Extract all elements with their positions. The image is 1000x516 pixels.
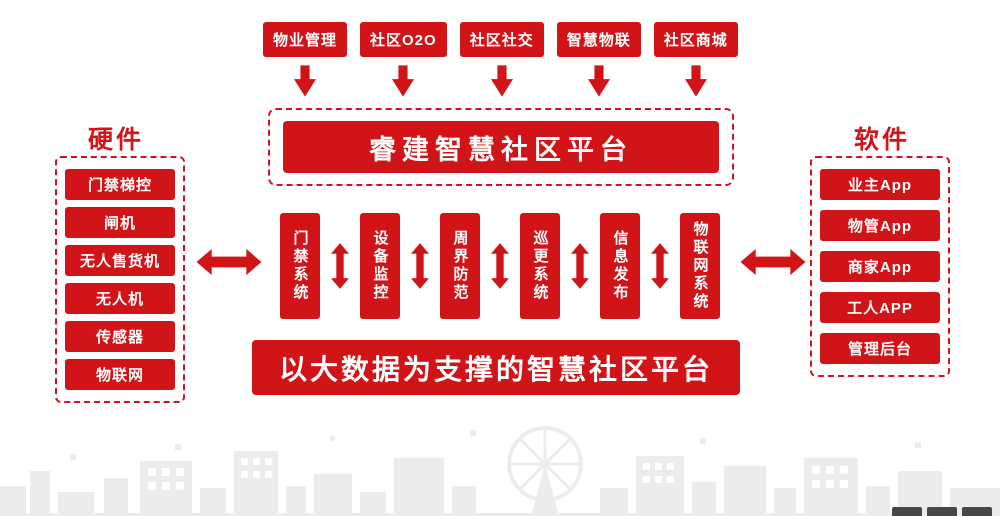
system-box[interactable]: 物联网系统 — [680, 213, 720, 319]
platform-title[interactable]: 睿建智慧社区平台 — [283, 121, 719, 173]
hardware-item[interactable]: 传感器 — [65, 321, 175, 352]
down-arrow-icon — [684, 65, 707, 97]
watermark-block — [927, 507, 957, 516]
platform-dashed-frame: 睿建智慧社区平台 — [268, 108, 734, 186]
system-box[interactable]: 周界防范 — [440, 213, 480, 319]
down-arrow-icon — [392, 65, 415, 97]
watermark-block — [892, 507, 922, 516]
watermark-block — [962, 507, 992, 516]
top-modules-row: 物业管理社区O2O 社区社交智慧物联社区商城 — [263, 22, 738, 97]
software-item[interactable]: 业主App — [820, 169, 940, 200]
ferris-wheel-icon — [507, 426, 583, 502]
system-box[interactable]: 门禁系统 — [280, 213, 320, 319]
top-module-label[interactable]: 社区O2O — [360, 22, 447, 57]
down-arrow-icon — [294, 65, 316, 97]
software-title: 软件 — [854, 126, 911, 154]
system-box[interactable]: 设备监控 — [360, 213, 400, 319]
top-module: 社区社交 — [459, 22, 544, 97]
down-arrow-icon — [587, 65, 610, 97]
systems-row: 门禁系统设备监控周界防范巡更系统信息发布物联网系统 — [280, 212, 720, 320]
software-item[interactable]: 商家App — [820, 251, 940, 282]
hardware-item[interactable]: 无人售货机 — [65, 245, 175, 276]
watermark-logo — [892, 507, 992, 516]
city-skyline — [0, 426, 1000, 516]
hardware-item[interactable]: 门禁梯控 — [65, 169, 175, 200]
down-arrow-icon — [490, 65, 513, 97]
hardware-item[interactable]: 物联网 — [65, 359, 175, 390]
top-module: 社区O2O — [360, 22, 447, 97]
hardware-panel: 门禁梯控闸机无人售货机无人机传感器物联网 — [55, 156, 185, 403]
software-item[interactable]: 管理后台 — [820, 333, 940, 364]
vertical-double-arrow-icon — [651, 243, 669, 289]
top-module-label[interactable]: 社区商城 — [653, 22, 738, 57]
hardware-item[interactable]: 闸机 — [65, 207, 175, 238]
software-link-arrow-icon — [740, 249, 806, 275]
software-panel: 业主App 物管App 商家App 工人APP 管理后台 — [810, 156, 950, 377]
bottom-banner: 以大数据为支撑的智慧社区平台 — [252, 340, 740, 395]
top-module-label[interactable]: 智慧物联 — [556, 22, 641, 57]
vertical-double-arrow-icon — [571, 243, 589, 289]
system-box[interactable]: 信息发布 — [600, 213, 640, 319]
hardware-title: 硬件 — [88, 126, 145, 154]
system-box[interactable]: 巡更系统 — [520, 213, 560, 319]
vertical-double-arrow-icon — [331, 243, 349, 289]
hardware-item[interactable]: 无人机 — [65, 283, 175, 314]
software-item[interactable]: 工人APP — [820, 292, 940, 323]
top-module: 智慧物联 — [556, 22, 641, 97]
top-module-label[interactable]: 物业管理 — [263, 22, 348, 57]
vertical-double-arrow-icon — [491, 243, 509, 289]
top-module: 社区商城 — [653, 22, 738, 97]
top-module: 物业管理 — [263, 22, 348, 97]
software-item[interactable]: 物管App — [820, 210, 940, 241]
top-module-label[interactable]: 社区社交 — [459, 22, 544, 57]
vertical-double-arrow-icon — [411, 243, 429, 289]
hardware-link-arrow-icon — [196, 249, 262, 275]
